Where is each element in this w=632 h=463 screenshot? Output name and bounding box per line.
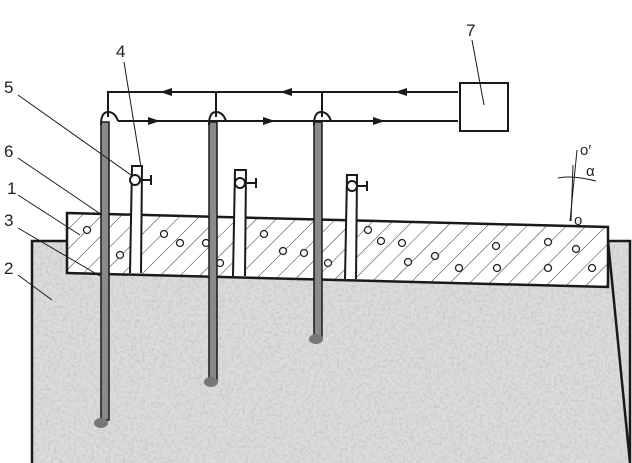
- axis-top-label: o′: [580, 142, 591, 159]
- label-casing: 6: [4, 142, 13, 161]
- manifold: [107, 91, 458, 122]
- axis-base-label: o: [574, 212, 582, 229]
- angle-label: α: [586, 163, 595, 180]
- return-line: [107, 91, 458, 117]
- risers: [129, 165, 368, 280]
- label-soil: 2: [4, 259, 13, 278]
- label-unit: 7: [466, 21, 475, 40]
- pipe-2: [204, 110, 227, 387]
- concrete-slab: [65, 211, 610, 289]
- pipe-3: [309, 110, 332, 344]
- control-unit: [459, 82, 509, 132]
- leader-lines: [17, 39, 597, 301]
- label-pipe: 3: [4, 211, 13, 230]
- pipe-1: [94, 110, 119, 428]
- aggregate-circles: [82, 225, 597, 273]
- label-slab: 1: [7, 179, 16, 198]
- label-valve: 5: [4, 78, 13, 97]
- heat-pipes: [94, 110, 332, 428]
- label-riser: 4: [116, 42, 125, 61]
- flow-arrows: [148, 88, 407, 125]
